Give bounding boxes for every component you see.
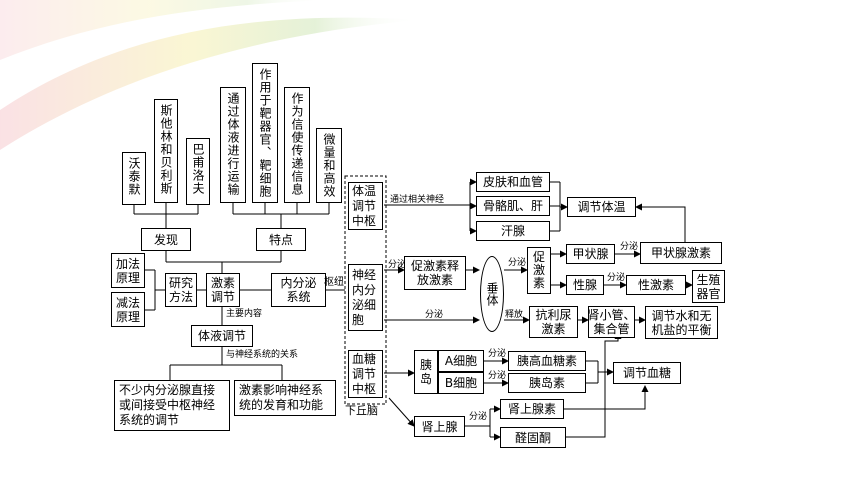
- node-sweat: 汗腺: [476, 221, 550, 241]
- label-via-nerves: 通过相关神经: [390, 195, 445, 205]
- node-center-temp: 体温调节中枢: [348, 182, 383, 230]
- node-skin-vessels: 皮肤和血管: [476, 172, 550, 192]
- node-adrenal: 肾上腺: [414, 416, 465, 437]
- node-center-glucose: 血糖调节中枢: [348, 350, 383, 398]
- label-secrete-6: 分泌: [488, 349, 507, 359]
- node-reg-glucose: 调节血糖: [613, 362, 681, 384]
- node-gonad: 性腺: [566, 275, 604, 295]
- node-hormone-reg: 激素 调节: [206, 273, 240, 307]
- label-secrete-2: 分泌: [508, 258, 527, 268]
- node-sex-hormone: 性激素: [626, 275, 686, 295]
- node-feat-target: 作用于靶器官、靶细胞: [252, 63, 278, 203]
- node-relation-b: 激素影响神经系统的发育和功能: [234, 380, 336, 416]
- label-secrete-3: 分泌: [620, 242, 639, 252]
- node-aldosterone: 醛固酮: [500, 427, 566, 448]
- label-release: 释放: [505, 310, 524, 320]
- label-secrete-7: 分泌: [488, 371, 507, 381]
- node-kidney: 肾小管、 集合管: [587, 306, 636, 338]
- node-feat-trace: 微量和高效: [316, 128, 342, 203]
- label-secrete-1: 分泌: [388, 260, 407, 270]
- node-reg-temp: 调节体温: [567, 197, 636, 217]
- label-relation: 与神经系统的关系: [226, 350, 299, 360]
- node-endocrine: 内分泌 系统: [271, 273, 326, 307]
- label-secrete-8: 分泌: [469, 412, 488, 422]
- node-skeletal-liver: 骨骼肌、肝: [476, 196, 550, 216]
- node-thyroid: 甲状腺: [566, 244, 615, 264]
- node-reproductive: 生殖 器官: [692, 270, 725, 303]
- node-body-fluid-reg: 体液调节: [191, 325, 253, 347]
- node-starling-bayliss: 斯他林和贝利斯: [154, 99, 178, 203]
- node-method: 研究 方法: [165, 273, 197, 307]
- node-feat-messenger: 作为信使传递信息: [284, 87, 310, 203]
- label-hub: 枢纽: [324, 277, 344, 288]
- node-adrenaline: 肾上腺素: [500, 399, 564, 419]
- node-feat-body-fluid: 通过体液进行运输: [220, 87, 246, 203]
- node-sub-principle: 减法 原理: [111, 292, 145, 327]
- label-main-content: 主要内容: [226, 309, 263, 319]
- node-releasing: 促激素释 放激素: [404, 256, 466, 290]
- node-discover: 发现: [141, 228, 191, 251]
- node-insulin: 胰岛素: [508, 373, 586, 393]
- node-a-cell: A细胞: [438, 350, 484, 372]
- node-adh: 抗利尿 激素: [529, 306, 578, 338]
- label-secrete-4: 分泌: [607, 273, 626, 283]
- node-wotaimo: 沃泰默: [122, 152, 146, 205]
- label-secrete-5: 分泌: [425, 310, 444, 320]
- node-center-neuro: 神经内分泌细胞: [348, 264, 383, 331]
- node-pavlov: 巴甫洛夫: [186, 138, 210, 205]
- node-glucagon: 胰高血糖素: [508, 351, 586, 371]
- node-pituitary: 垂体: [480, 256, 504, 332]
- node-relation-a: 不少内分泌腺直接或间接受中枢神经系统的调节: [114, 380, 230, 431]
- node-add-principle: 加法 原理: [111, 253, 145, 288]
- node-pancreas: 胰 岛: [414, 350, 438, 394]
- node-features: 特点: [256, 228, 306, 251]
- node-thyroid-hormone: 甲状腺激素: [640, 242, 722, 264]
- node-tropic: 促 激 素: [527, 247, 551, 294]
- node-water-salt: 调节水和无 机盐的平衡: [645, 306, 718, 339]
- label-hypothalamus: 下丘脑: [345, 404, 378, 417]
- node-b-cell: B细胞: [438, 372, 484, 394]
